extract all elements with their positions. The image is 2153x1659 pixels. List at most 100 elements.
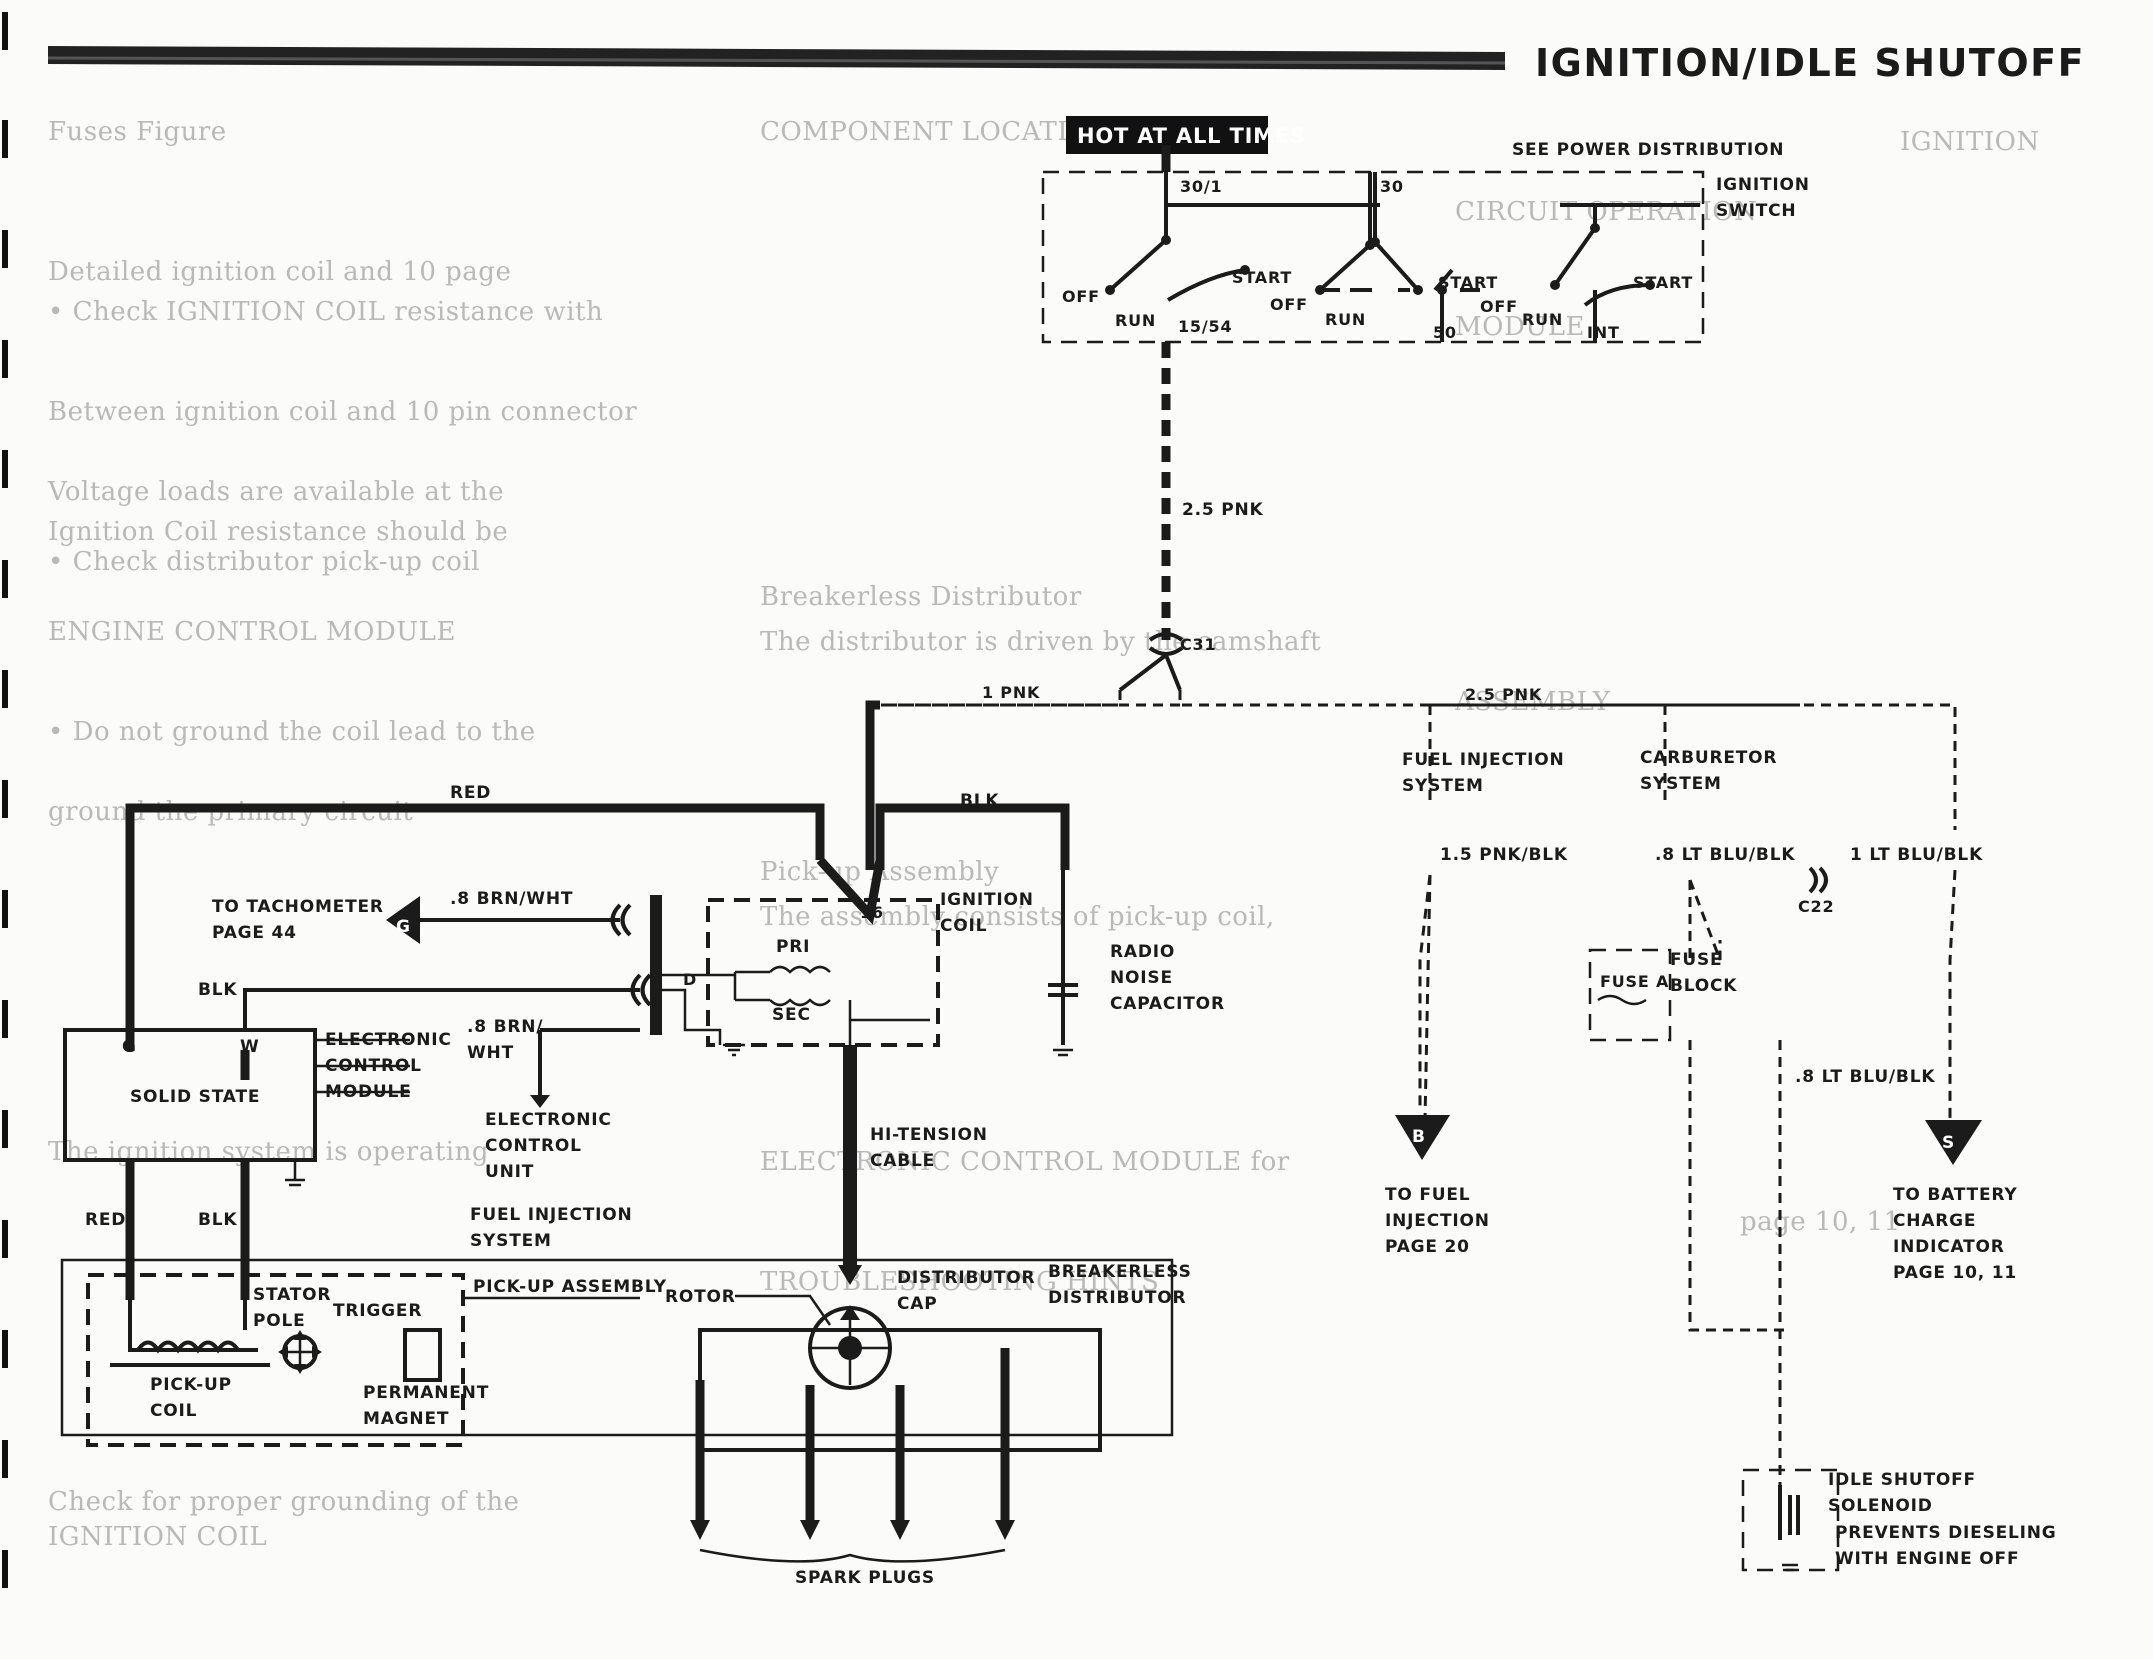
wire-label-blk: BLK <box>960 791 999 811</box>
fuel-injection-label-1: FUEL INJECTION <box>470 1205 633 1225</box>
to-fuel-injection-2: INJECTION <box>1385 1211 1490 1231</box>
svg-text:page 10, 11: page 10, 11 <box>1740 1207 1901 1237</box>
switch-off-3: OFF <box>1480 297 1518 316</box>
ecu-arrow-icon <box>530 1095 550 1108</box>
wire-label-8-brn: .8 BRN/ <box>467 1017 543 1037</box>
distributor-cap-label-1: DISTRIBUTOR <box>897 1268 1035 1288</box>
b-connector-letter: B <box>1412 1127 1426 1147</box>
svg-text:• Do not ground the coil lead: • Do not ground the coil lead to the <box>48 717 536 747</box>
int-label: INT <box>1587 323 1620 342</box>
b-connector-icon <box>1395 1115 1450 1160</box>
breakerless-label-1: BREAKERLESS <box>1048 1262 1192 1282</box>
wire-label-8-lt-blu-blk: .8 LT BLU/BLK <box>1655 845 1795 865</box>
spark-plugs-label: SPARK PLUGS <box>795 1568 935 1588</box>
solid-state-label: SOLID STATE <box>130 1087 260 1107</box>
s-connector-letter: S <box>1942 1133 1955 1153</box>
ignition-switch-box <box>1041 170 1705 344</box>
svg-text:HOT AT ALL TIMES: HOT AT ALL TIMES <box>1077 124 1306 148</box>
pick-up-coil-symbol <box>136 1340 240 1354</box>
switch-off-1: OFF <box>1062 287 1100 306</box>
ignition-coil-label-2: COIL <box>940 916 987 936</box>
coil-d-terminal: D <box>683 970 697 989</box>
svg-text:• Check distributor pick-up co: • Check distributor pick-up coil <box>48 547 480 577</box>
wire-label-red-b: RED <box>85 1210 126 1230</box>
connector-g <box>610 903 632 937</box>
to-tachometer: TO TACHOMETER <box>212 897 384 917</box>
fuse-block-label-1: FUSE <box>1670 950 1722 970</box>
see-power-distribution: SEE POWER DISTRIBUTION <box>1512 140 1784 160</box>
stator-pole-label-2: POLE <box>253 1311 306 1331</box>
ignition-switch-label-2: SWITCH <box>1716 201 1796 221</box>
radio-noise-label-1: RADIO <box>1110 942 1175 962</box>
svg-text:IGNITION COIL: IGNITION COIL <box>48 1522 267 1552</box>
s-connector-icon <box>1925 1120 1982 1165</box>
svg-text:Detailed ignition coil and 10: Detailed ignition coil and 10 page <box>48 257 511 287</box>
wire-label-8-lt-blu-blk-b: .8 LT BLU/BLK <box>1795 1067 1935 1087</box>
fuel-injection-label-2: SYSTEM <box>470 1231 552 1251</box>
svg-text:CIRCUIT OPERATION: CIRCUIT OPERATION <box>1455 197 1757 227</box>
terminal-50: 50 <box>1433 323 1457 342</box>
svg-text:Ignition Coil resistance shoul: Ignition Coil resistance should be <box>48 517 508 547</box>
wire-label-1-pnk: 1 PNK <box>982 683 1040 702</box>
pick-up-coil-label-2: COIL <box>150 1401 197 1421</box>
coil-windings <box>733 965 831 1007</box>
terminal-30: 30 <box>1380 177 1404 196</box>
g-arrow-icon <box>386 896 420 944</box>
permanent-magnet-label-1: PERMANENT <box>363 1383 489 1403</box>
ecu-label-3: UNIT <box>485 1162 534 1182</box>
connector-w <box>630 973 652 1007</box>
to-fuel-injection-3: PAGE 20 <box>1385 1237 1470 1257</box>
g-arrow-letter: G <box>396 917 411 937</box>
svg-text:The ignition system is operati: The ignition system is operating <box>48 1137 489 1167</box>
bleed-through-text: Fuses Figure Detailed ignition coil and … <box>47 117 2040 1552</box>
switch-run-1: RUN <box>1115 311 1156 330</box>
tachometer-page: PAGE 44 <box>212 923 297 943</box>
prevents-dieseling-1: PREVENTS DIESELING <box>1835 1523 2057 1543</box>
wire-label-red: RED <box>450 783 491 803</box>
svg-text:The distributor is driven by t: The distributor is driven by the camshaf… <box>760 627 1321 657</box>
svg-text:Breakerless Distributor: Breakerless Distributor <box>760 582 1082 612</box>
svg-text:Voltage loads are available at: Voltage loads are available at the <box>47 477 504 507</box>
radio-noise-label-3: CAPACITOR <box>1110 994 1225 1014</box>
to-battery-4: PAGE 10, 11 <box>1893 1263 2017 1283</box>
wire-label-2-5-pnk: 2.5 PNK <box>1182 500 1264 520</box>
svg-text:IGNITION: IGNITION <box>1900 127 2040 157</box>
switch-run-3: RUN <box>1522 310 1563 329</box>
to-battery-1: TO BATTERY <box>1893 1185 2017 1205</box>
pick-up-assembly-box <box>86 1273 465 1447</box>
ignition-coil-label: IGNITION <box>940 890 1034 910</box>
switch-run-2: RUN <box>1325 310 1366 329</box>
ecu-label-1: ELECTRONIC <box>485 1110 612 1130</box>
switch-start-3: START <box>1633 273 1693 292</box>
svg-text:MODULE: MODULE <box>1455 312 1585 342</box>
wire-red-to-coil <box>125 803 825 1050</box>
rotor-label: ROTOR <box>665 1287 736 1307</box>
wire-blk-to-coil <box>240 700 1070 1080</box>
switch-arc-contacts <box>1166 268 1651 307</box>
header: IGNITION/IDLE SHUTOFF <box>47 41 2084 85</box>
hi-tension-label-2: CABLE <box>870 1151 935 1171</box>
svg-text:TROUBLESHOOTING HINTS: TROUBLESHOOTING HINTS <box>760 1267 1159 1297</box>
pick-up-coil-label-1: PICK-UP <box>150 1375 232 1395</box>
fuse-symbol <box>1597 994 1647 1006</box>
carburetor-label-2: SYSTEM <box>1640 774 1722 794</box>
stator-pole-label-1: STATOR <box>253 1285 331 1305</box>
svg-text:ENGINE CONTROL MODULE: ENGINE CONTROL MODULE <box>48 617 456 647</box>
spark-plug-arrows <box>690 1520 1015 1540</box>
wire-label-blk-c: BLK <box>198 1210 237 1230</box>
c22-label: C22 <box>1798 897 1834 916</box>
fuse-block-label-2: BLOCK <box>1670 976 1737 996</box>
c31-label: C31 <box>1180 635 1216 654</box>
coil-terminal-16: 16 <box>860 903 884 922</box>
wire-label-2-5-pnk-b: 2.5 PNK <box>1465 685 1542 704</box>
to-fuel-injection-1: TO FUEL <box>1385 1185 1470 1205</box>
hot-at-all-times: HOT AT ALL TIMES <box>1066 116 1306 154</box>
wire-label-wht: WHT <box>467 1043 514 1063</box>
svg-text:Check for proper grounding of: Check for proper grounding of the <box>48 1487 519 1517</box>
svg-text:The assembly consists of pick-: The assembly consists of pick-up coil, <box>760 902 1275 932</box>
fuel-injection-top-2: SYSTEM <box>1402 776 1484 796</box>
wire-label-brn-wht: .8 BRN/WHT <box>450 889 573 909</box>
breakerless-distributor-outline <box>60 1258 1174 1437</box>
hi-tension-label: HI-TENSION <box>870 1125 988 1145</box>
